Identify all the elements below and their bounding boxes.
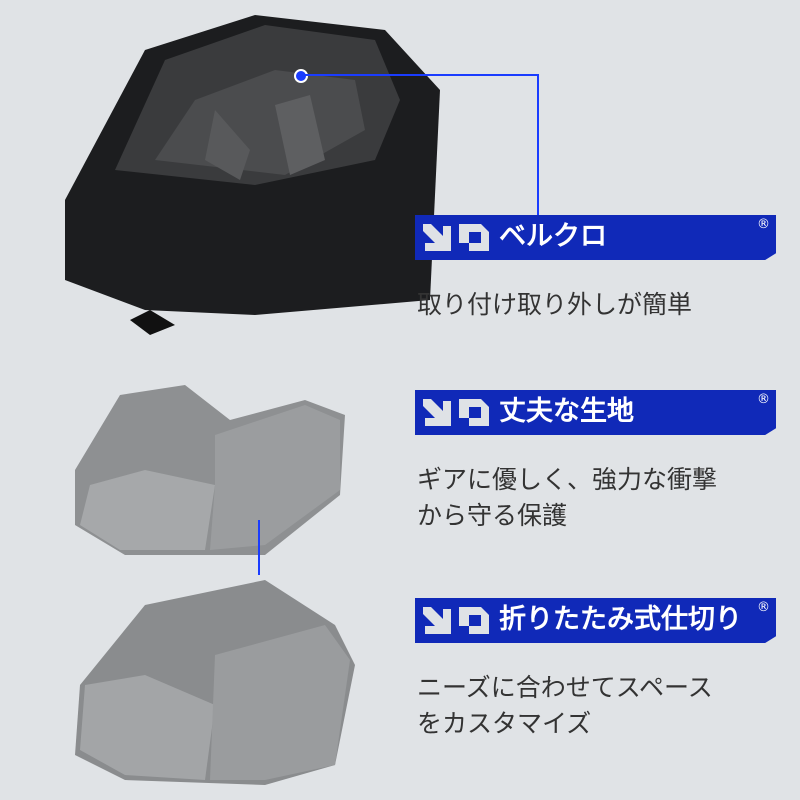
- registered-mark: ®: [757, 217, 770, 232]
- description-line: 取り付け取り外しが簡単: [417, 290, 693, 319]
- connector-line: [258, 520, 260, 575]
- callout-dot: [294, 69, 308, 83]
- callout-line: [304, 74, 539, 76]
- divider-open-image: [65, 375, 385, 560]
- description-line: ニーズに合わせてスペース: [417, 673, 713, 702]
- callout-line: [537, 74, 539, 215]
- divider-folded-image: [65, 575, 385, 790]
- camera-bag-image: [55, 10, 445, 350]
- registered-mark: ®: [757, 392, 770, 407]
- feature-description: ニーズに合わせてスペース をカスタマイズ: [417, 670, 713, 742]
- feature-title: ベルクロ: [499, 221, 607, 252]
- feature-title: 丈夫な生地: [499, 396, 634, 427]
- feature-title: 折りたたみ式仕切り: [499, 604, 742, 635]
- description-line: ギアに優しく、強力な衝撃: [417, 465, 718, 494]
- description-line: から守る保護: [417, 501, 568, 530]
- brand-logo-icon: [423, 224, 489, 251]
- description-line: をカスタマイズ: [417, 709, 592, 738]
- feature-banner-folding-divider: 折りたたみ式仕切り ®: [415, 598, 776, 643]
- brand-logo-icon: [423, 399, 489, 426]
- feature-banner-durable-fabric: 丈夫な生地 ®: [415, 390, 776, 435]
- brand-logo-icon: [423, 607, 489, 634]
- feature-description: 取り付け取り外しが簡単: [417, 287, 692, 323]
- feature-banner-velcro: ベルクロ ®: [415, 215, 776, 260]
- feature-description: ギアに優しく、強力な衝撃 から守る保護: [417, 462, 717, 534]
- registered-mark: ®: [757, 600, 770, 615]
